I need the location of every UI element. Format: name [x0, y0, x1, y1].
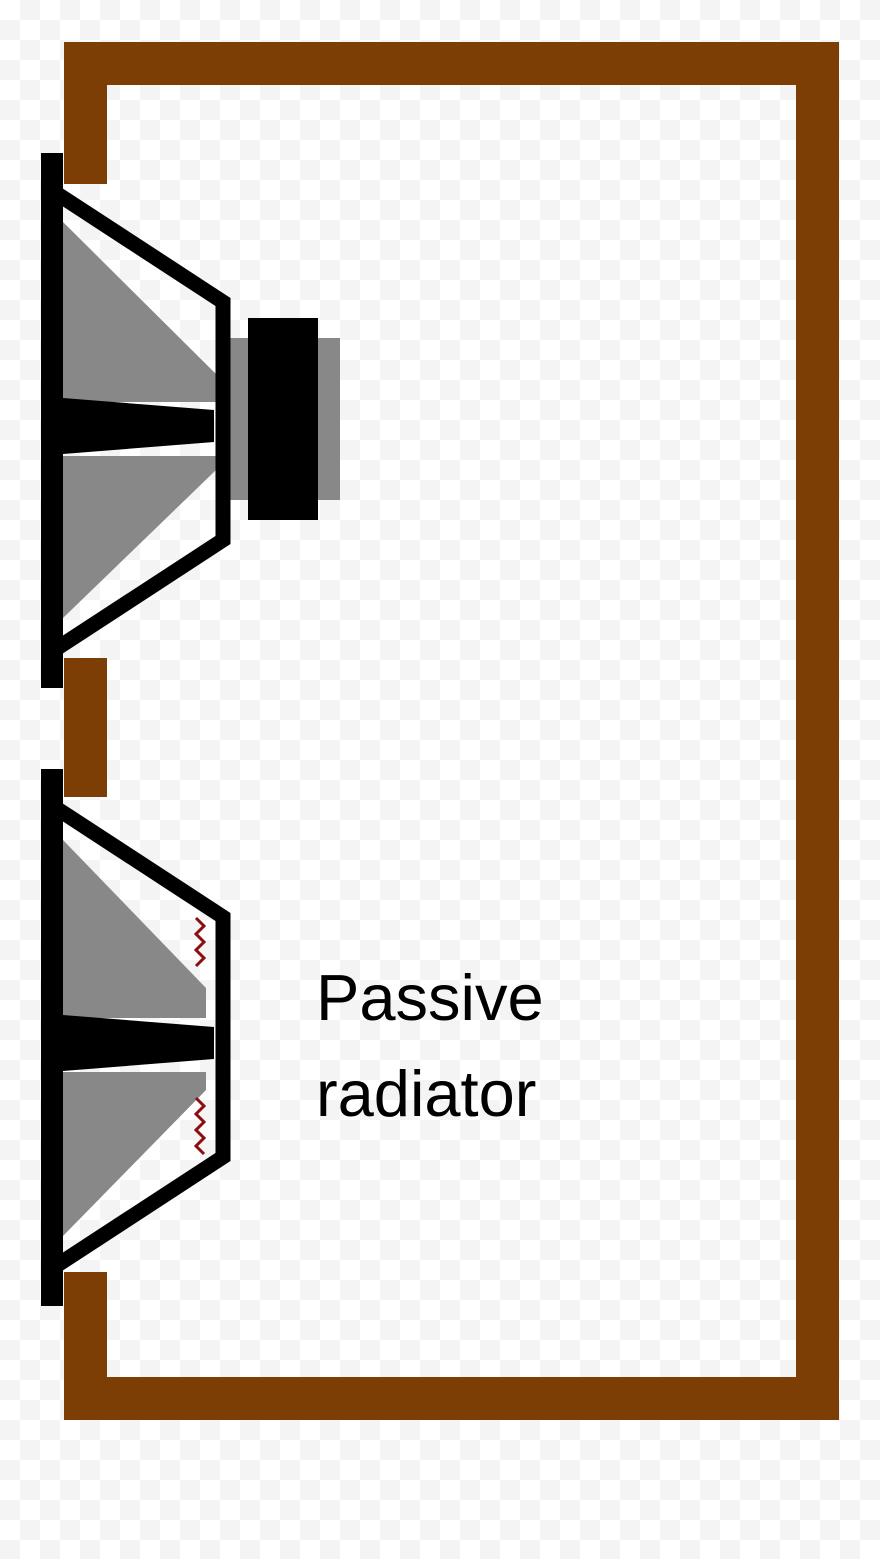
- driver-magnet: [248, 318, 318, 520]
- radiator-flange: [41, 769, 63, 1306]
- driver-voice-coil: [63, 398, 214, 454]
- enclosure-bottom-wall: [64, 1377, 839, 1420]
- radiator-center: [63, 1015, 214, 1071]
- radiator-basket-frame: [51, 801, 231, 1273]
- enclosure-top-wall: [64, 42, 839, 85]
- driver-cone-upper: [63, 222, 216, 402]
- enclosure-front-middle-segment: [64, 658, 107, 797]
- driver-flange: [41, 153, 63, 688]
- radiator-cone-upper: [63, 840, 206, 1018]
- radiator-suspension-lower: [193, 1096, 207, 1156]
- enclosure-front-upper-segment: [64, 42, 107, 184]
- enclosure-box: [64, 42, 839, 1420]
- radiator-cone-lower: [63, 1072, 206, 1236]
- label-line-2: radiator: [316, 1057, 536, 1130]
- passive-radiator-icon: [41, 769, 231, 1306]
- driver-basket-frame: [51, 186, 231, 656]
- label-line-1: Passive: [316, 961, 544, 1034]
- passive-radiator-label: Passive radiator: [316, 961, 544, 1130]
- enclosure-right-wall: [796, 42, 839, 1420]
- radiator-suspension-upper: [193, 916, 207, 968]
- speaker-driver-icon: [41, 153, 340, 688]
- enclosure-front-lower-segment: [64, 1272, 107, 1420]
- driver-cone-lower: [63, 456, 216, 618]
